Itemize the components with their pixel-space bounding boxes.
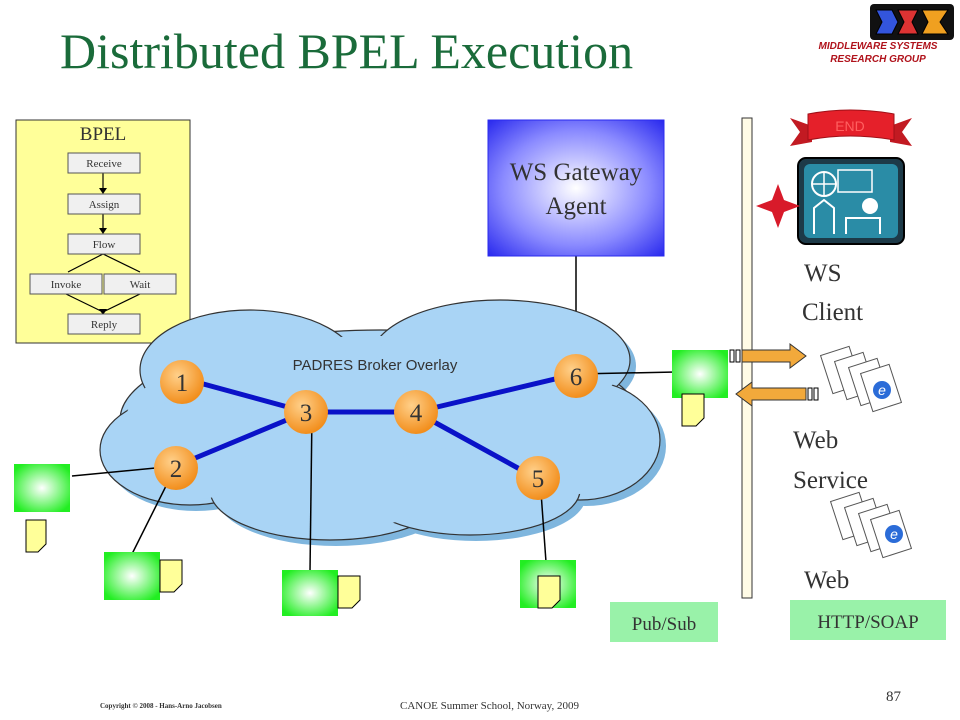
bpel-flowchart: Receive Assign Flow Invoke Wait Reply (29, 152, 177, 335)
http-soap-label: HTTP/SOAP (817, 612, 918, 633)
agent-node-bottom-center (282, 570, 361, 616)
web-service-icon-lower: e (829, 491, 913, 559)
gateway-label-line-1: WS Gateway (510, 159, 643, 186)
document-icon (681, 393, 705, 427)
broker-4-label: 4 (410, 400, 423, 427)
svg-text:e: e (878, 382, 886, 398)
page-number: 87 (886, 689, 901, 705)
agent-node-gateway (672, 350, 728, 427)
agent-node-bottom-left (104, 552, 183, 600)
broker-3-label: 3 (300, 400, 313, 427)
reply-label: Reply (91, 319, 118, 331)
reply-step (67, 313, 141, 335)
web-service-label-line-3: Web (804, 567, 849, 594)
document-icon (25, 519, 47, 553)
copyright: Copyright © 2008 - Hans-Arno Jacobsen (100, 702, 222, 710)
padres-broker-overlay-cloud: PADRES Broker Overlay (99, 299, 666, 546)
end-banner: END (790, 109, 912, 146)
document-icon (337, 575, 361, 609)
broker-1-label: 1 (176, 370, 189, 397)
broker-5-label: 5 (532, 466, 545, 493)
broker-3: 3 (284, 390, 328, 434)
ws-client-label-line-2: Client (802, 299, 863, 326)
broker-1: 1 (160, 360, 204, 404)
broker-2: 2 (154, 446, 198, 490)
ws-gateway-agent: WS Gateway Agent (487, 119, 665, 356)
bpel-process-note: BPEL Receive Assign Flow Invoke Wait Rep… (15, 119, 191, 344)
broker-6-label: 6 (570, 364, 583, 391)
gateway-label-line-2: Agent (545, 193, 606, 220)
document-icon (537, 575, 561, 609)
document-icon (159, 559, 183, 593)
agent-node-bottom-right (520, 560, 576, 609)
pubsub-box: Pub/Sub (610, 602, 718, 642)
sparkle-icon (756, 184, 800, 228)
http-soap-box: HTTP/SOAP (790, 600, 946, 640)
receive-label: Receive (86, 158, 122, 170)
logo-caption: MIDDLEWARE SYSTEMS RESEARCH GROUP (800, 40, 956, 66)
ws-client-icon (797, 157, 905, 245)
assign-label: Assign (89, 199, 120, 211)
broker-4: 4 (394, 390, 438, 434)
agent-node-left (14, 464, 70, 553)
flow-label: Flow (93, 239, 116, 251)
link-4-6 (415, 371, 577, 415)
broker-2-label: 2 (170, 456, 183, 483)
web-service-icon-upper: e (819, 345, 903, 413)
assign-step (67, 193, 141, 215)
msrg-logo (870, 4, 954, 40)
ws-client-label-line-1: WS (804, 260, 842, 287)
svg-text:e: e (890, 526, 898, 542)
web-service-label-line-1: Web (793, 427, 838, 454)
pubsub-label: Pub/Sub (632, 614, 696, 635)
web-service-label-line-2: Service (793, 467, 868, 494)
end-banner-label: END (835, 118, 865, 134)
logo-line-1: MIDDLEWARE SYSTEMS (818, 41, 938, 52)
invoke-label: Invoke (51, 279, 82, 291)
broker-5: 5 (516, 456, 560, 500)
link-4-5 (414, 409, 538, 481)
wait-label: Wait (130, 279, 151, 291)
footer-text: CANOE Summer School, Norway, 2009 (400, 700, 579, 712)
slide-title: Distributed BPEL Execution (60, 23, 634, 79)
flow-step (67, 233, 141, 255)
link-2-3 (175, 409, 307, 469)
outbound-arrow (729, 343, 807, 369)
invoke-step (29, 273, 103, 295)
logo-line-2: RESEARCH GROUP (830, 54, 926, 65)
inbound-arrow (735, 381, 819, 407)
receive-step (67, 152, 141, 174)
overlay-label: PADRES Broker Overlay (293, 357, 458, 374)
wait-step (103, 273, 177, 295)
bpel-heading: BPEL (80, 124, 126, 145)
broker-6: 6 (554, 354, 598, 398)
